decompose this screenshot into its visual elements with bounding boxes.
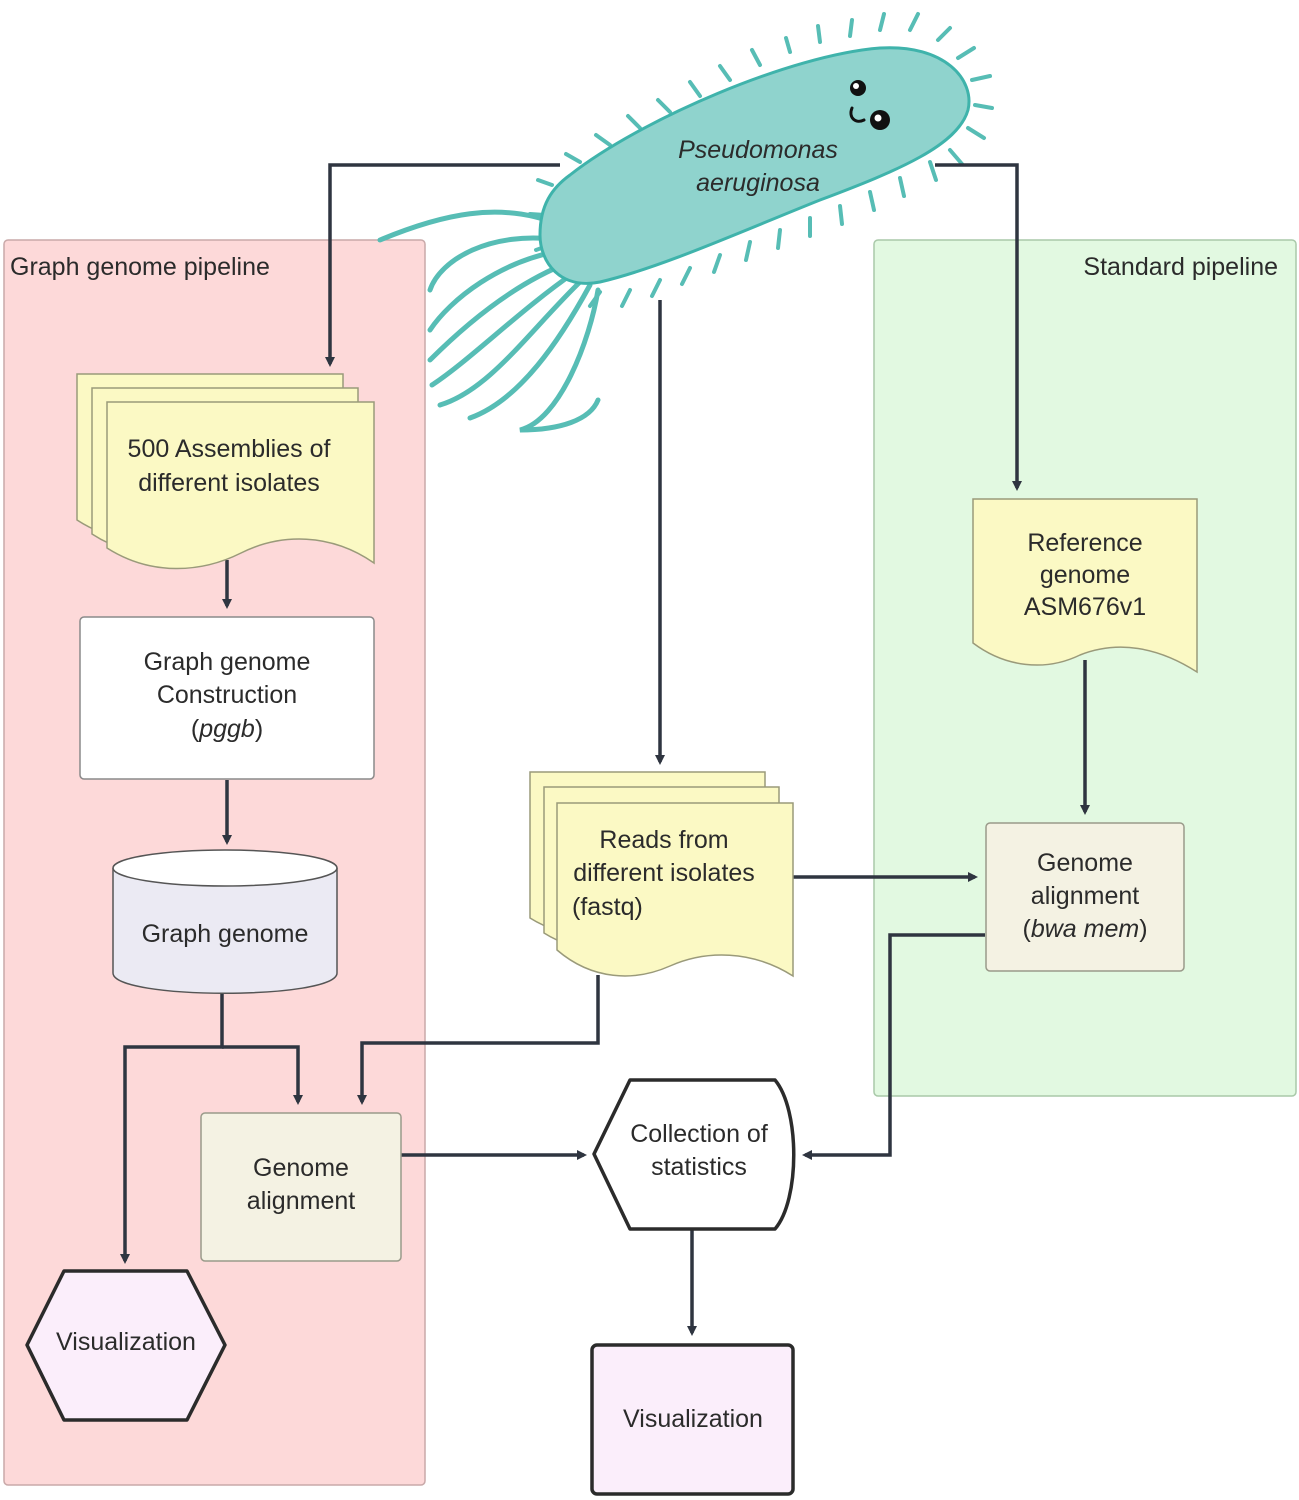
visualization-left-label: Visualization xyxy=(56,1328,196,1356)
visualization-left-hexagon: Visualization xyxy=(25,1269,227,1422)
connectors xyxy=(120,163,1090,1336)
graph-genome-label: Graph genome xyxy=(142,920,309,948)
reference-label-line1: Reference xyxy=(1027,529,1142,557)
arrow-graph-genome-to-alignment xyxy=(222,1045,303,1105)
collection-label-line2: statistics xyxy=(651,1153,747,1181)
standard-pipeline-title: Standard pipeline xyxy=(1083,253,1278,281)
arrow-graph-genome-to-visualization xyxy=(120,993,224,1264)
std-alignment-box: Genome alignment (bwa mem) xyxy=(985,822,1185,972)
reference-document: Reference genome ASM676v1 xyxy=(972,498,1198,674)
assemblies-label-line2: different isolates xyxy=(138,469,320,497)
collection-statistics-shape: Collection of statistics xyxy=(592,1078,796,1231)
reads-label-line1: Reads from xyxy=(599,826,728,854)
reads-documents: Reads from different isolates (fastq) xyxy=(529,771,794,978)
reference-label-line3: ASM676v1 xyxy=(1024,593,1146,621)
graph-alignment-label-line2: alignment xyxy=(247,1187,355,1215)
reads-label-line3: (fastq) xyxy=(572,893,643,921)
std-alignment-label-line3: (bwa mem) xyxy=(1022,915,1147,943)
arrow-organism-to-assemblies xyxy=(325,163,560,367)
graph-genome-database: Graph genome xyxy=(112,849,338,994)
graph-alignment-box: Genome alignment xyxy=(200,1112,402,1262)
construction-label-line1: Graph genome xyxy=(144,648,311,676)
visualization-bottom-label: Visualization xyxy=(623,1405,763,1433)
bacterium-illustration: Pseudomonas aeruginosa xyxy=(377,12,994,433)
construction-label-line3: (pggb) xyxy=(191,715,263,743)
assemblies-label-line1: 500 Assemblies of xyxy=(128,435,331,463)
reads-label-line2: different isolates xyxy=(573,859,755,887)
std-alignment-label-line2: alignment xyxy=(1031,882,1139,910)
arrow-std-alignment-to-collection xyxy=(802,933,985,1160)
construction-label-line2: Construction xyxy=(157,681,297,709)
organism-name-line2: aeruginosa xyxy=(696,169,820,197)
std-alignment-label-line1: Genome xyxy=(1037,849,1133,877)
arrow-organism-to-reference xyxy=(935,163,1022,491)
collection-label-line1: Collection of xyxy=(630,1120,768,1148)
visualization-bottom-box: Visualization xyxy=(590,1343,795,1496)
graph-alignment-label-line1: Genome xyxy=(253,1154,349,1182)
organism-name-line1: Pseudomonas xyxy=(678,136,838,164)
arrow-reads-to-graph-alignment xyxy=(357,975,600,1105)
graph-construction-box: Graph genome Construction (pggb) xyxy=(79,616,375,780)
graph-pipeline-title: Graph genome pipeline xyxy=(10,253,270,281)
assemblies-documents: 500 Assemblies of different isolates xyxy=(76,373,375,570)
reference-label-line2: genome xyxy=(1040,561,1130,589)
